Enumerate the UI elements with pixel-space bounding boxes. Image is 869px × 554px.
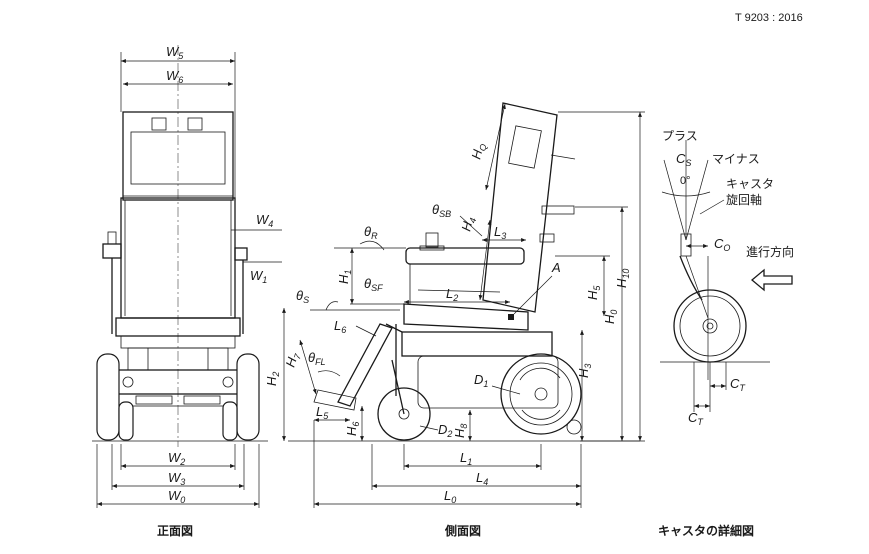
caption-front-view: 正面図 [157, 524, 193, 538]
label-ct-2: CT [688, 410, 704, 427]
label-h7: H7 [283, 350, 304, 370]
label-caster-line1: キャスタ [726, 177, 774, 191]
label-theta-s: θS [296, 288, 309, 305]
label-l6: L6 [334, 318, 346, 335]
caption-side-view: 側面図 [444, 523, 481, 538]
label-l4: L4 [476, 470, 488, 487]
label-d2: D2 [438, 422, 452, 439]
label-h8: H8 [452, 424, 469, 438]
label-l3: L3 [494, 224, 506, 241]
side-view: H10 H0 H5 H3 HQ H4 θSB L3 θR A H1 θSF L2 [264, 102, 645, 538]
label-w4: W4 [256, 212, 273, 229]
label-h3: H3 [576, 364, 593, 378]
label-minus: マイナス [712, 152, 760, 166]
label-d1: D1 [474, 372, 488, 389]
label-theta-sf: θSF [364, 276, 383, 293]
label-w5: W5 [166, 44, 184, 61]
label-direction: 進行方向 [746, 244, 794, 259]
label-h6: H6 [344, 422, 361, 436]
label-hq: HQ [468, 141, 488, 161]
label-cs: CS [676, 151, 691, 168]
label-theta-fl: θFL [308, 350, 326, 367]
label-theta-r: θR [364, 224, 378, 241]
caption-caster-detail: キャスタの詳細図 [658, 523, 754, 538]
label-plus: プラス [662, 129, 698, 143]
direction-arrow-icon [750, 268, 793, 292]
caster-detail-view: プラス CS マイナス 0° キャスタ 旋回軸 CO 進行方向 CT CT キャ… [658, 129, 794, 538]
front-view: W5 W6 W4 W1 W2 W3 W0 正面図 [92, 44, 282, 538]
label-h2: H2 [264, 372, 281, 386]
label-co: CO [714, 236, 730, 253]
label-ct-1: CT [730, 376, 746, 393]
label-l1: L1 [460, 450, 472, 467]
label-theta-sb: θSB [432, 202, 451, 219]
label-h1: H1 [336, 270, 353, 284]
label-w6: W6 [166, 68, 183, 85]
label-w1: W1 [250, 268, 267, 285]
label-w3: W3 [168, 470, 185, 487]
label-w0: W0 [168, 488, 185, 505]
label-a: A [551, 260, 561, 275]
label-l5: L5 [316, 404, 329, 421]
label-h4: H4 [458, 215, 478, 233]
label-w2: W2 [168, 450, 185, 467]
label-l2: L2 [446, 286, 458, 303]
label-zero-degree: 0° [680, 175, 691, 187]
label-h5: H5 [585, 285, 602, 300]
label-h0: H0 [602, 310, 619, 324]
standard-number: T 9203 : 2016 [735, 12, 803, 24]
label-caster-line2: 旋回軸 [726, 193, 762, 207]
label-l0: L0 [444, 488, 456, 505]
label-h10: H10 [614, 269, 631, 288]
